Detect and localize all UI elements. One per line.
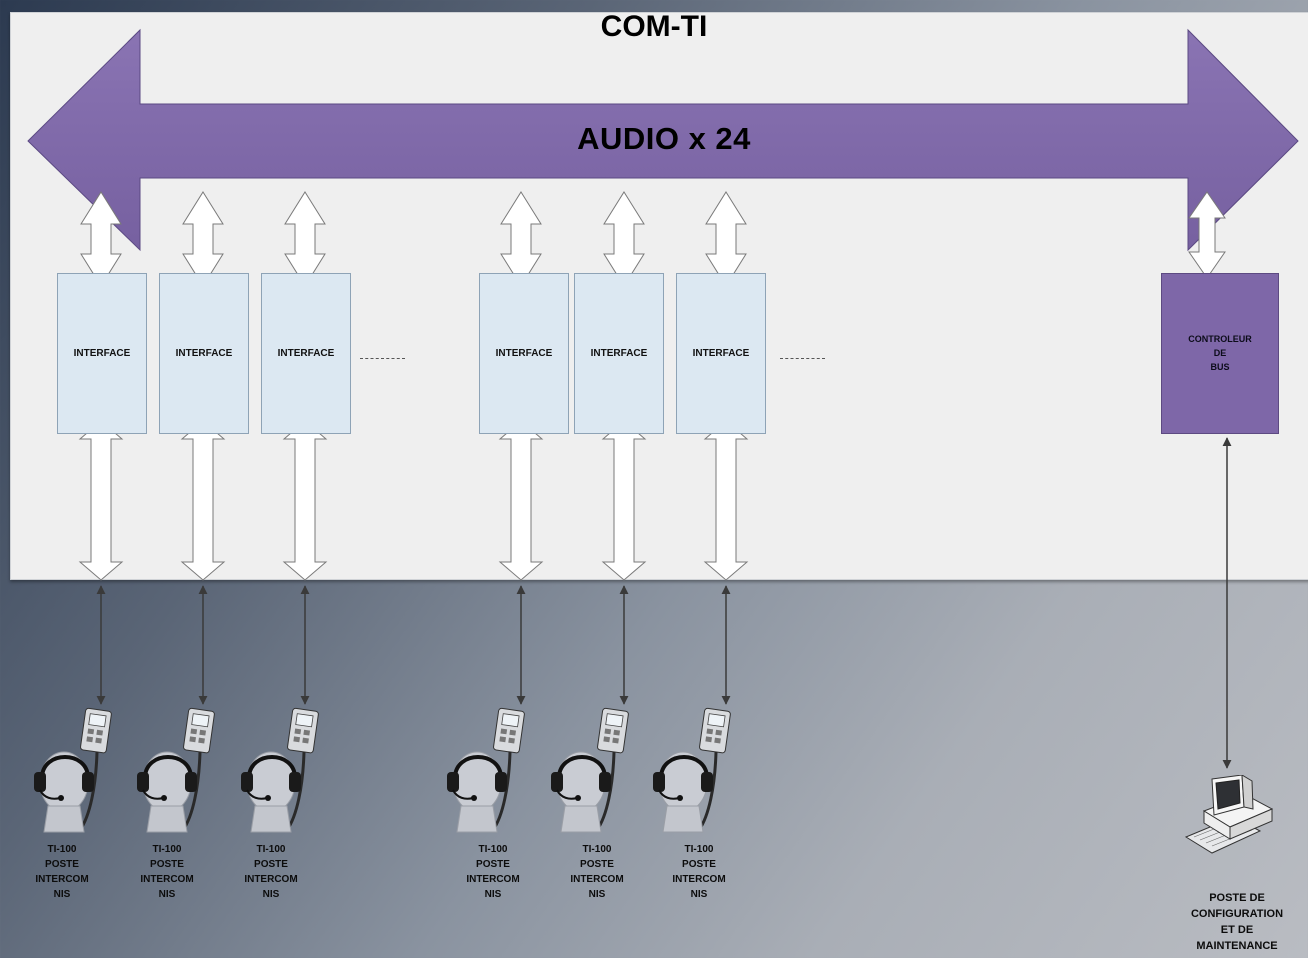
interface-box-3: INTERFACE: [261, 273, 351, 434]
interface-link-arrow-6: [703, 420, 749, 581]
intercom-headset-icon: [133, 706, 223, 841]
audio-bus-arrow: [27, 28, 1299, 252]
intercom-headset-icon: [547, 706, 637, 841]
interface-link-arrow-5: [601, 420, 647, 581]
continuation-dashes-2: [780, 358, 825, 359]
bus-link-arrow-2: [182, 191, 224, 287]
interface-box-2: INTERFACE: [159, 273, 249, 434]
bus-link-arrow-3: [284, 191, 326, 287]
bus-controller-box: CONTROLEUR DE BUS: [1161, 273, 1279, 434]
computer-icon: [1184, 775, 1274, 854]
interface-link-arrow-1: [78, 420, 124, 581]
pc-label: POSTE DE CONFIGURATION ET DE MAINTENANCE: [1190, 892, 1284, 952]
interface-box-5: INTERFACE: [574, 273, 664, 434]
interface-link-arrow-2: [180, 420, 226, 581]
bus-link-arrows: [80, 191, 1226, 287]
diagram-title: COM-TI: [600, 10, 708, 43]
interface-box-6: INTERFACE: [676, 273, 766, 434]
bus-link-arrow-5: [603, 191, 645, 287]
interface-link-arrow-3: [282, 420, 328, 581]
bus-link-arrow-6: [705, 191, 747, 287]
intercom-headset-icon: [30, 706, 120, 841]
interface-link-arrows: [78, 420, 749, 581]
intercom-headset-icon: [237, 706, 327, 841]
continuation-dashes-1: [360, 358, 405, 359]
interface-box-4: INTERFACE: [479, 273, 569, 434]
bus-link-arrow-4: [500, 191, 542, 287]
terminal-cables: [96, 437, 1232, 769]
intercom-headset-icon: [443, 706, 533, 841]
audio-bus-label: AUDIO x 24: [577, 121, 751, 156]
intercom-headset-icon: [649, 706, 739, 841]
interface-box-1: INTERFACE: [57, 273, 147, 434]
interface-link-arrow-4: [498, 420, 544, 581]
bus-controller-label: CONTROLEUR DE BUS: [1188, 334, 1252, 372]
